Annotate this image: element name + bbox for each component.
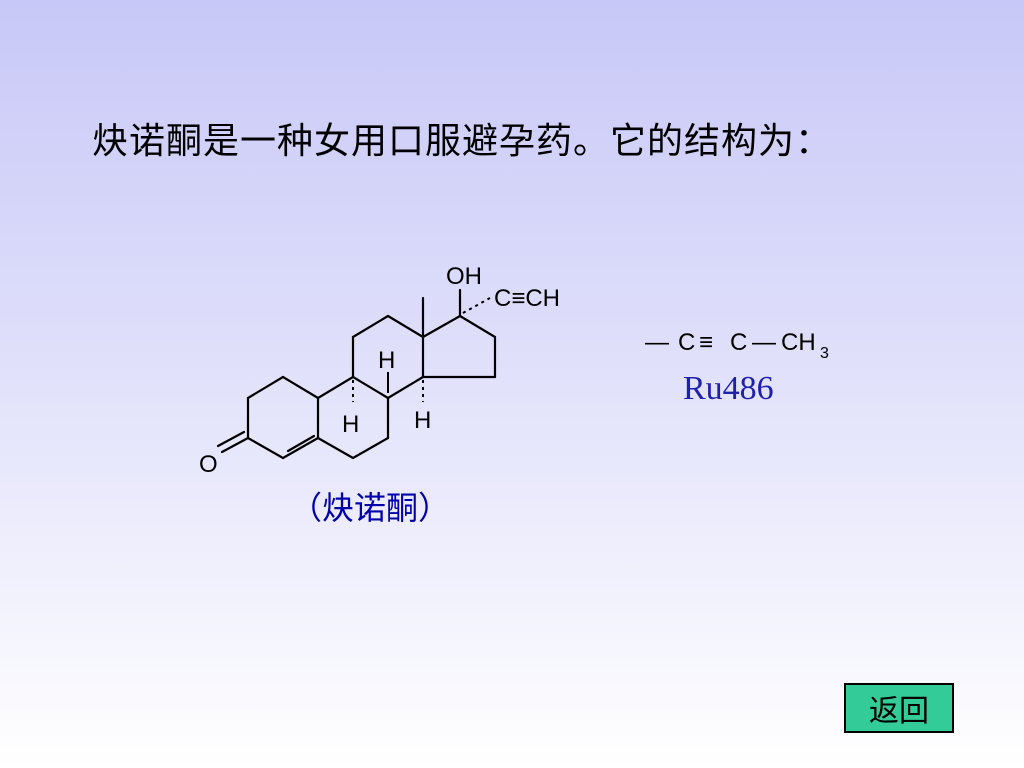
slide-heading: 炔诺酮是一种女用口服避孕药。它的结构为： — [92, 121, 833, 162]
bond — [316, 375, 355, 400]
substituent-subscript: 3 — [820, 345, 829, 362]
oxygen-label: O — [199, 451, 218, 478]
ethynyl-label: C≡CH — [494, 285, 560, 312]
bond-carbonyl-2 — [216, 430, 246, 448]
hashed-bond-ethynyl — [462, 297, 491, 314]
bond-double-inner — [286, 434, 316, 453]
substituent-ch: CH — [781, 329, 816, 356]
oh-label: OH — [446, 263, 482, 290]
substituent-c1: C — [678, 329, 695, 356]
bond — [316, 436, 355, 460]
bond-carbonyl-1 — [220, 436, 250, 454]
h-label-c8: H — [378, 347, 395, 374]
bond — [386, 314, 425, 339]
substituent-dash-2: — — [752, 329, 776, 356]
bond — [351, 314, 390, 339]
bond — [281, 375, 320, 400]
bond — [246, 375, 285, 400]
bond — [421, 314, 462, 339]
bond — [281, 436, 320, 460]
back-button-label: 返回 — [869, 694, 929, 729]
bond — [458, 314, 497, 339]
substituent-triple: ≡ — [699, 329, 713, 356]
ru486-label: Ru486 — [683, 370, 774, 407]
bond — [246, 436, 285, 460]
bond — [386, 375, 425, 400]
back-button[interactable]: 返回 — [844, 683, 954, 733]
structure-caption: （炔诺酮） — [290, 489, 451, 527]
bond — [351, 375, 390, 400]
h-label-c9: H — [342, 411, 359, 438]
h-label-c14: H — [414, 407, 431, 434]
substituent-dash-1: — — [645, 329, 669, 356]
substituent-c2: C — [730, 329, 747, 356]
bond — [351, 436, 390, 460]
